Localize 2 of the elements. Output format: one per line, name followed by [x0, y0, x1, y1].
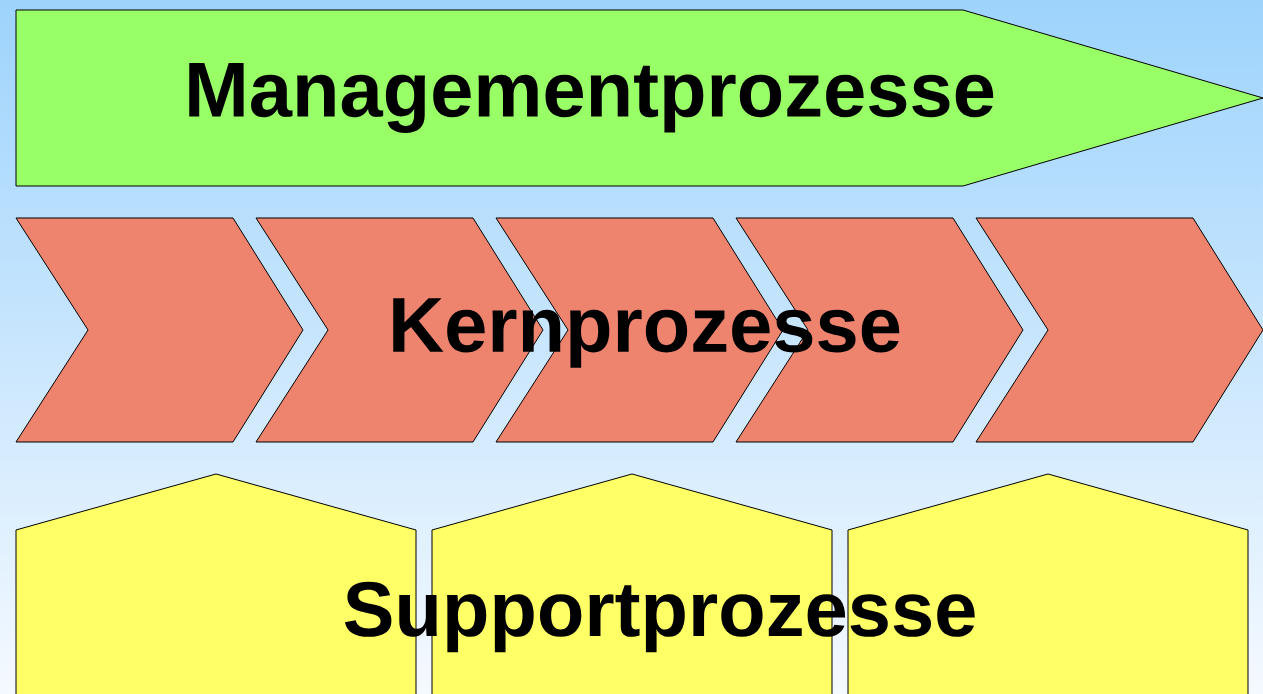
chevron-shape — [15, 217, 304, 443]
chevron-shape — [975, 217, 1263, 443]
